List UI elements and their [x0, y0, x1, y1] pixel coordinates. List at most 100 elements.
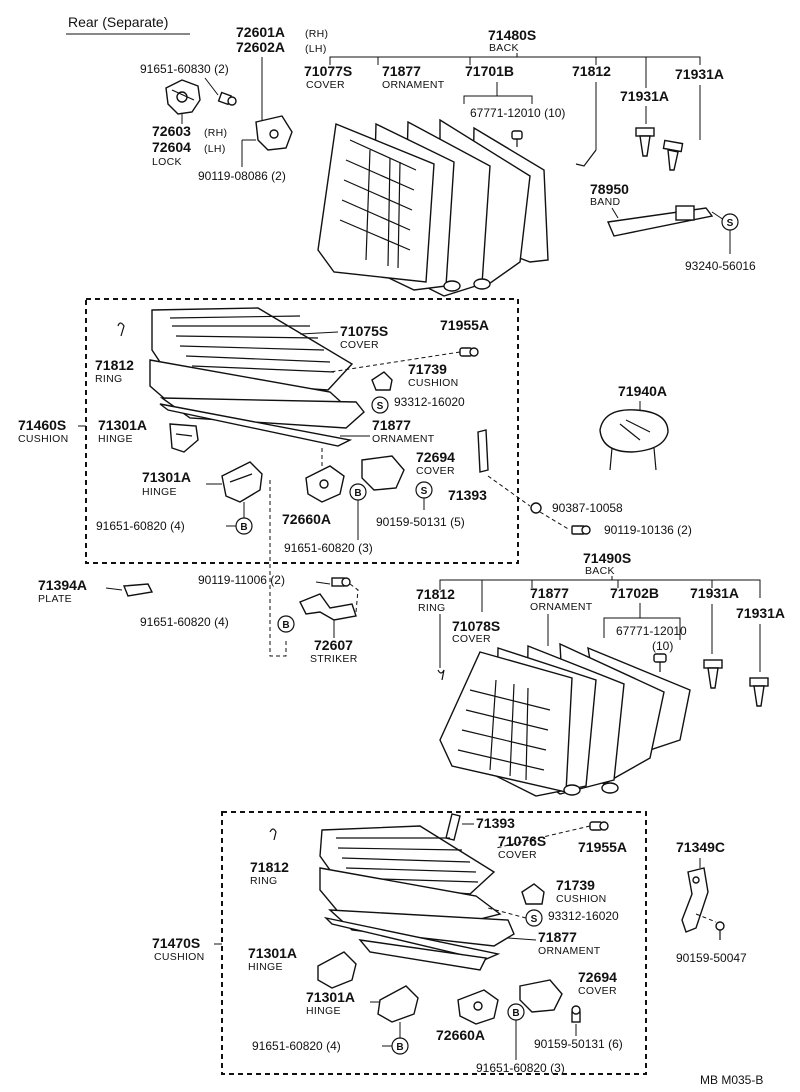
- svg-text:B: B: [354, 488, 361, 499]
- lock-cover-lower-number: 72694: [578, 969, 617, 985]
- cover-lower-name: COVER: [498, 849, 537, 861]
- badge-b: B: [507, 1003, 525, 1021]
- striker-number: 72607: [314, 637, 353, 653]
- bracket-icon: [681, 867, 709, 933]
- ring-icon: [437, 669, 445, 681]
- ring-icon: [117, 322, 125, 337]
- ornament-lh-number: 71877: [530, 585, 569, 601]
- cushion-assy-lower-number: 71470S: [152, 935, 200, 951]
- cushion-block-icon: [371, 371, 393, 391]
- nut-upper-number: 93312-16020: [394, 395, 465, 409]
- back-lh-name: BACK: [585, 565, 615, 577]
- bracket-screw-number: 90159-50047: [676, 951, 747, 965]
- badge-b: B: [349, 483, 367, 501]
- nut-lower-number: 93312-16020: [548, 909, 619, 923]
- ornament-upper-number: 71877: [372, 417, 411, 433]
- ring-upper-name: RING: [95, 373, 122, 385]
- frame-rh-number: 71701B: [465, 63, 514, 79]
- clip-icon: [511, 130, 523, 147]
- cushion-assy-upper-name: CUSHION: [18, 433, 69, 445]
- lock-name: LOCK: [152, 156, 182, 168]
- lock-rh-side: (RH): [204, 127, 227, 139]
- rod-upper-number: 71393: [448, 487, 487, 503]
- back-lh-bracket-line: [439, 579, 761, 598]
- cushion-assy-box-upper: [85, 298, 519, 564]
- svg-text:B: B: [512, 1008, 519, 1019]
- frame-lh-number: 71702B: [610, 585, 659, 601]
- bolt-hinge-number: 91651-60830 (2): [140, 62, 229, 76]
- lock-cover-upper-number: 72694: [416, 449, 455, 465]
- hinge-lh-side: (LH): [305, 43, 327, 55]
- screw-lower-number: 90159-50131 (6): [534, 1037, 623, 1051]
- hinge-rh-side: (RH): [305, 28, 328, 40]
- svg-text:S: S: [727, 218, 734, 229]
- seat-back-lh-illustration: [439, 642, 691, 797]
- cushion-assy-lower-name: CUSHION: [154, 951, 205, 963]
- ornament-upper-name: ORNAMENT: [372, 433, 435, 445]
- badge-s: S: [525, 909, 543, 927]
- back-rh-bracket-line: [329, 56, 701, 65]
- screw-icon: [715, 921, 725, 940]
- pin-icon: [459, 347, 479, 357]
- stopper-lh-b-number: 71931A: [736, 605, 785, 621]
- hinge-lower-a-name: HINGE: [248, 961, 283, 973]
- ring-lh-name: RING: [418, 602, 445, 614]
- cover-lh-number: 71078S: [452, 618, 500, 634]
- ring-icon: [269, 828, 277, 841]
- bolt-lock-number: 90119-08086 (2): [198, 169, 286, 183]
- bolt-icon: [217, 91, 237, 106]
- svg-text:B: B: [282, 620, 289, 631]
- seat-cushion-upper-illustration: [149, 307, 365, 447]
- plate-number: 71394A: [38, 577, 87, 593]
- ring-rh-number: 71812: [572, 63, 611, 79]
- stopper-icon: [703, 659, 723, 689]
- striker-icon: [299, 593, 357, 621]
- hinge-part-icon: [255, 115, 293, 151]
- nut-middle-number: 90387-10058: [552, 501, 623, 515]
- lock-cover-lower-name: COVER: [578, 985, 617, 997]
- ring-upper-number: 71812: [95, 357, 134, 373]
- back-lh-number: 71490S: [583, 550, 631, 566]
- lock-upper-icon: [305, 465, 345, 503]
- cushion-assy-box-lower: [221, 811, 647, 1075]
- bolt-upper-a-number: 91651-60820 (4): [96, 519, 185, 533]
- hinge-upper-a-number: 71301A: [98, 417, 147, 433]
- badge-s: S: [415, 481, 433, 499]
- svg-text:B: B: [396, 1042, 403, 1053]
- cover-upper-number: 71075S: [340, 323, 388, 339]
- pin-lower-number: 71955A: [578, 839, 627, 855]
- lock-cover-upper-name: COVER: [416, 465, 455, 477]
- bracket-number: 71349C: [676, 839, 725, 855]
- cover-lh-name: COVER: [452, 633, 491, 645]
- lock-lower-icon: [457, 989, 499, 1025]
- hinge-upper-a-icon: [169, 423, 199, 453]
- clip-rh-number: 67771-12010 (10): [470, 106, 565, 120]
- bolt-plate-number: 91651-60820 (4): [140, 615, 229, 629]
- ornament-rh-name: ORNAMENT: [382, 79, 445, 91]
- pin-upper-number: 71955A: [440, 317, 489, 333]
- plate-icon: [122, 583, 154, 597]
- stopper-icon: [662, 139, 684, 171]
- hinge-lower-b-name: HINGE: [306, 1005, 341, 1017]
- middle-group: 71940A 90387-10058 90119-10136 (2) 71394…: [38, 383, 692, 665]
- stopper-rh-b-number: 71931A: [620, 88, 669, 104]
- lock-lh-number: 72604: [152, 139, 191, 155]
- bolt-icon: [331, 577, 351, 587]
- hinge-rh-number: 72601A: [236, 24, 285, 40]
- bolt-middle-number: 90119-10136 (2): [604, 523, 692, 537]
- band-icon: [606, 205, 714, 237]
- lock-lh-side: (LH): [204, 143, 226, 155]
- headrest-icon: [599, 409, 669, 471]
- badge-b: B: [235, 517, 253, 535]
- stopper-icon: [749, 677, 769, 707]
- hinge-lh-number: 72602A: [236, 39, 285, 55]
- screw-upper-number: 90159-50131 (5): [376, 515, 465, 529]
- badge-s: S: [371, 396, 389, 414]
- diagram-code: MB M035-B: [700, 1073, 763, 1087]
- back-rh-number: 71480S: [488, 27, 536, 43]
- ring-icon: [575, 149, 597, 167]
- bolt-lower-b-number: 91651-60820 (3): [476, 1061, 565, 1075]
- badge-b: B: [391, 1037, 409, 1055]
- clip-icon: [653, 653, 667, 672]
